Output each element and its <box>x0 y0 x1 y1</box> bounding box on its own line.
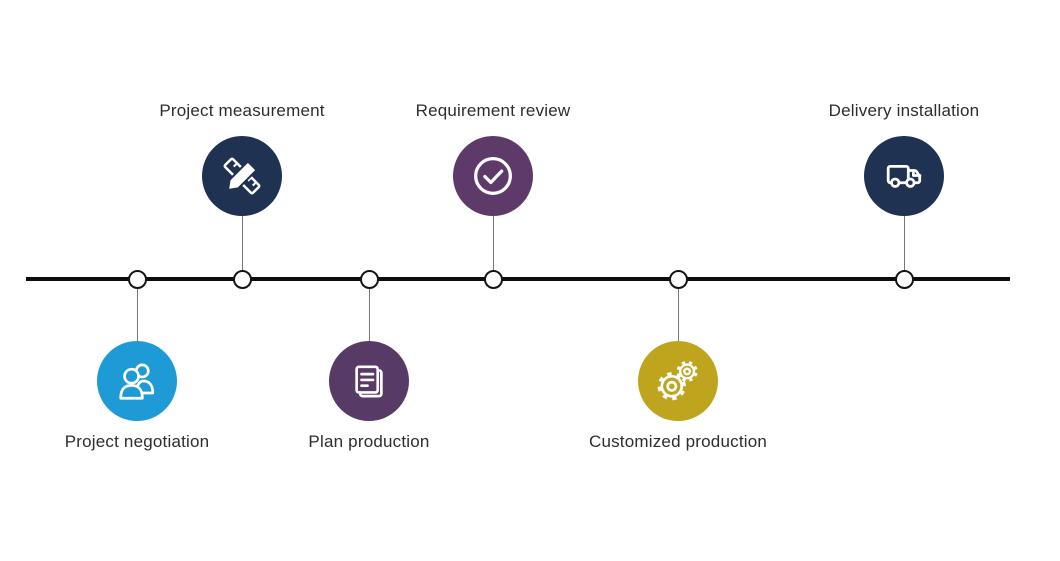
truck-icon <box>881 153 927 199</box>
step-label: Requirement review <box>415 101 571 120</box>
timeline-node <box>483 269 503 289</box>
document-icon <box>347 359 391 403</box>
step-connector-line <box>241 176 243 279</box>
gears-icon <box>655 358 701 404</box>
people-icon <box>114 358 160 404</box>
step-connector-line <box>903 176 905 279</box>
timeline-axis <box>26 277 1010 281</box>
step-bubble <box>329 341 409 421</box>
step-bubble <box>202 136 282 216</box>
step-label: Plan production <box>308 432 430 451</box>
check-circle-icon <box>467 150 519 202</box>
step-connector-line <box>136 279 138 381</box>
step-label: Project measurement <box>159 101 325 120</box>
timeline-node <box>232 269 252 289</box>
step-connector-line <box>677 279 679 381</box>
timeline-node <box>359 269 379 289</box>
timeline-node <box>668 269 688 289</box>
ruler-pencil-icon <box>219 153 265 199</box>
step-label: Project negotiation <box>64 432 210 451</box>
step-connector-line <box>368 279 370 381</box>
timeline-node <box>127 269 147 289</box>
step-label: Customized production <box>588 432 768 451</box>
step-bubble <box>638 341 718 421</box>
timeline-node <box>894 269 914 289</box>
step-connector-line <box>492 176 494 279</box>
step-label: Delivery installation <box>828 101 980 120</box>
step-bubble <box>864 136 944 216</box>
step-bubble <box>453 136 533 216</box>
step-bubble <box>97 341 177 421</box>
